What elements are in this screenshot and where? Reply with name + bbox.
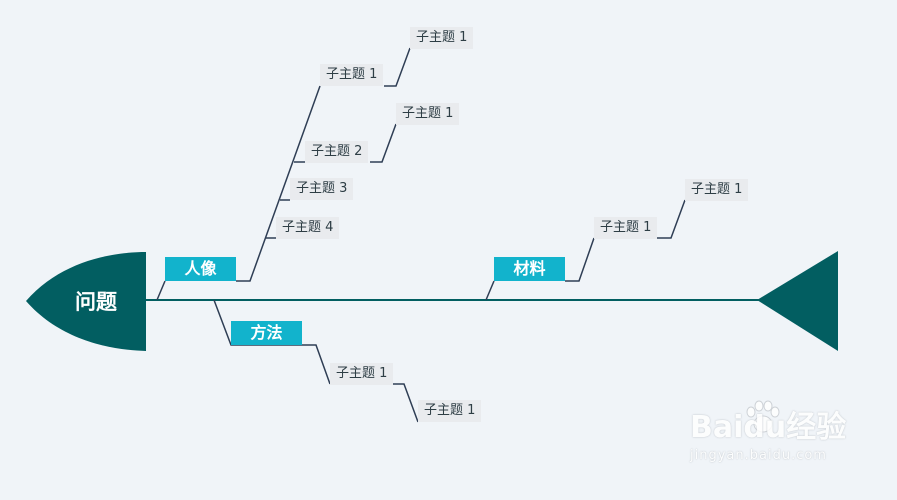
person-topic-3[interactable]: 子主题 3 — [290, 178, 354, 200]
method-topic-1[interactable]: 子主题 1 — [330, 363, 394, 385]
problem-label[interactable]: 问题 — [75, 290, 117, 314]
person-topic-2-sub-1[interactable]: 子主题 1 — [396, 103, 460, 125]
connector-person-topic1-sub — [384, 47, 411, 87]
material-topic-1[interactable]: 子主题 1 — [594, 217, 658, 239]
connector-branch-person — [156, 280, 166, 301]
fish-tail — [757, 251, 838, 351]
branch-material[interactable]: 材料 — [494, 257, 565, 281]
connector-person-topic2-sub — [370, 123, 397, 163]
connector-material-topic1-sub — [657, 199, 686, 239]
watermark-brand: Baidu经验 — [690, 410, 847, 445]
material-topic-1-sub-1[interactable]: 子主题 1 — [685, 179, 749, 201]
connector-branch-material — [485, 280, 495, 301]
person-topic-4[interactable]: 子主题 4 — [276, 217, 340, 239]
connector-material-topic1 — [565, 237, 595, 282]
person-topic-1[interactable]: 子主题 1 — [320, 64, 384, 86]
connector-method-topic1-sub — [392, 383, 419, 423]
branch-person[interactable]: 人像 — [165, 257, 236, 281]
method-topic-1-sub-1[interactable]: 子主题 1 — [418, 400, 482, 422]
fish-head — [26, 252, 146, 351]
connector-person-spine — [236, 85, 321, 282]
connector-branch-method — [213, 299, 331, 385]
person-topic-2[interactable]: 子主题 2 — [305, 141, 369, 163]
branch-method[interactable]: 方法 — [231, 321, 302, 345]
watermark-url: jingyan.baidu.com — [690, 448, 827, 463]
baidu-watermark: Baidu经验 jingyan.baidu.com — [690, 402, 846, 463]
paw-logo-icon — [746, 400, 780, 433]
person-topic-1-sub-1[interactable]: 子主题 1 — [410, 27, 474, 49]
